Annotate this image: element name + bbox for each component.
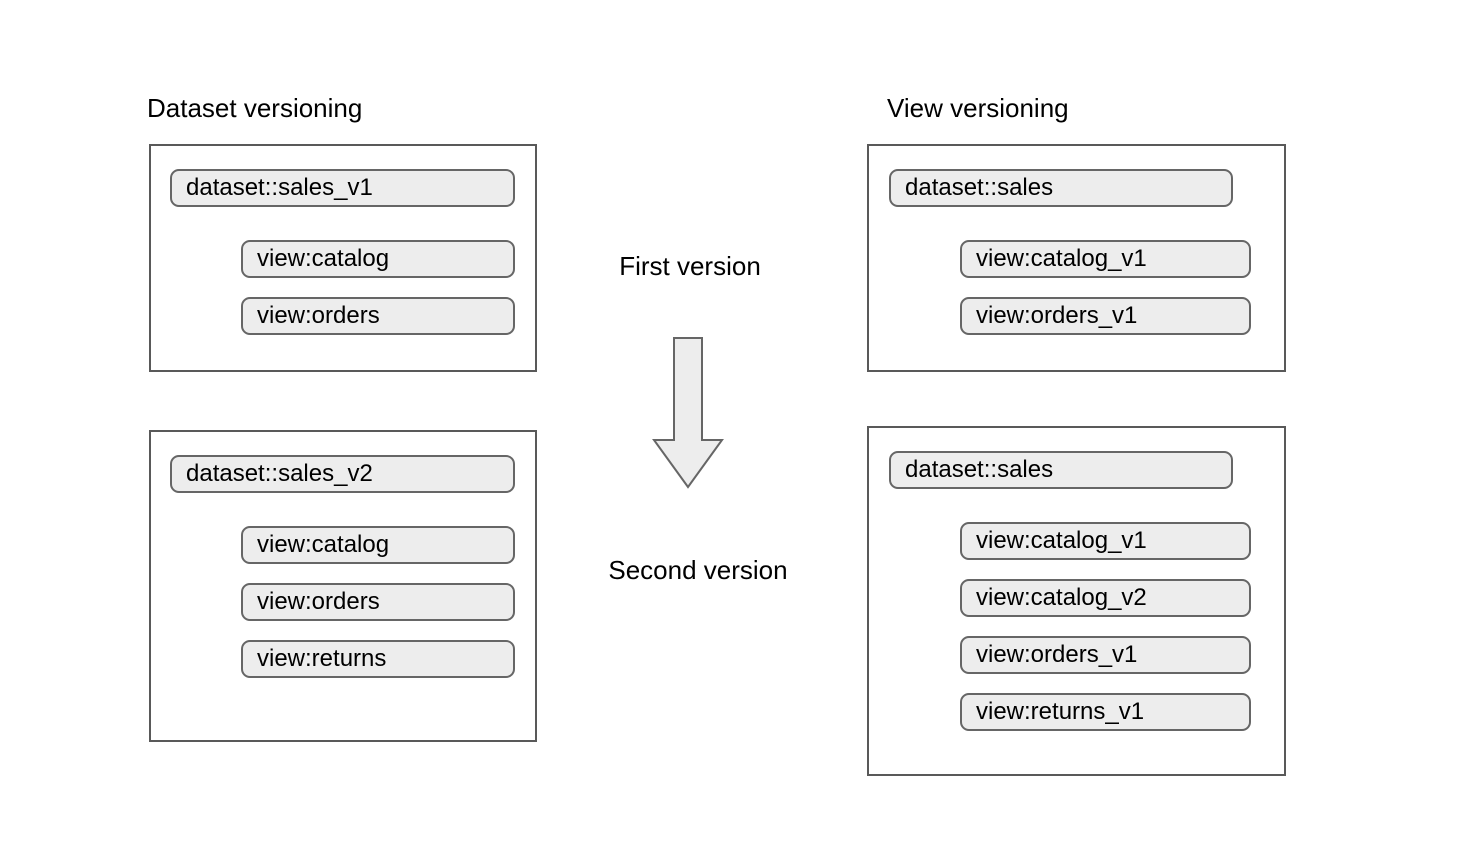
- column-heading-dataset-versioning: Dataset versioning: [147, 93, 363, 123]
- view-chip[interactable]: view:orders_v1: [960, 297, 1251, 335]
- dataset-chip[interactable]: dataset::sales: [889, 451, 1233, 489]
- view-chip[interactable]: view:orders_v1: [960, 636, 1251, 674]
- dataset-chip[interactable]: dataset::sales_v1: [170, 169, 515, 207]
- view-chip[interactable]: view:returns: [241, 640, 515, 678]
- column-heading-view-versioning: View versioning: [887, 93, 1069, 123]
- view-chip[interactable]: view:orders: [241, 583, 515, 621]
- view-chip[interactable]: view:catalog: [241, 240, 515, 278]
- group-box-dataset-versioning-first: dataset::sales_v1 view:catalog view:orde…: [149, 144, 537, 372]
- view-chip[interactable]: view:catalog_v1: [960, 240, 1251, 278]
- view-chip[interactable]: view:catalog: [241, 526, 515, 564]
- view-chip[interactable]: view:catalog_v1: [960, 522, 1251, 560]
- view-chip[interactable]: view:catalog_v2: [960, 579, 1251, 617]
- group-box-view-versioning-second: dataset::sales view:catalog_v1 view:cata…: [867, 426, 1286, 776]
- group-box-view-versioning-first: dataset::sales view:catalog_v1 view:orde…: [867, 144, 1286, 372]
- group-box-dataset-versioning-second: dataset::sales_v2 view:catalog view:orde…: [149, 430, 537, 742]
- arrow-down-icon: [652, 337, 724, 489]
- second-version-label: Second version: [608, 555, 788, 585]
- first-version-label: First version: [619, 251, 761, 281]
- view-chip[interactable]: view:orders: [241, 297, 515, 335]
- dataset-chip[interactable]: dataset::sales_v2: [170, 455, 515, 493]
- view-chip[interactable]: view:returns_v1: [960, 693, 1251, 731]
- dataset-chip[interactable]: dataset::sales: [889, 169, 1233, 207]
